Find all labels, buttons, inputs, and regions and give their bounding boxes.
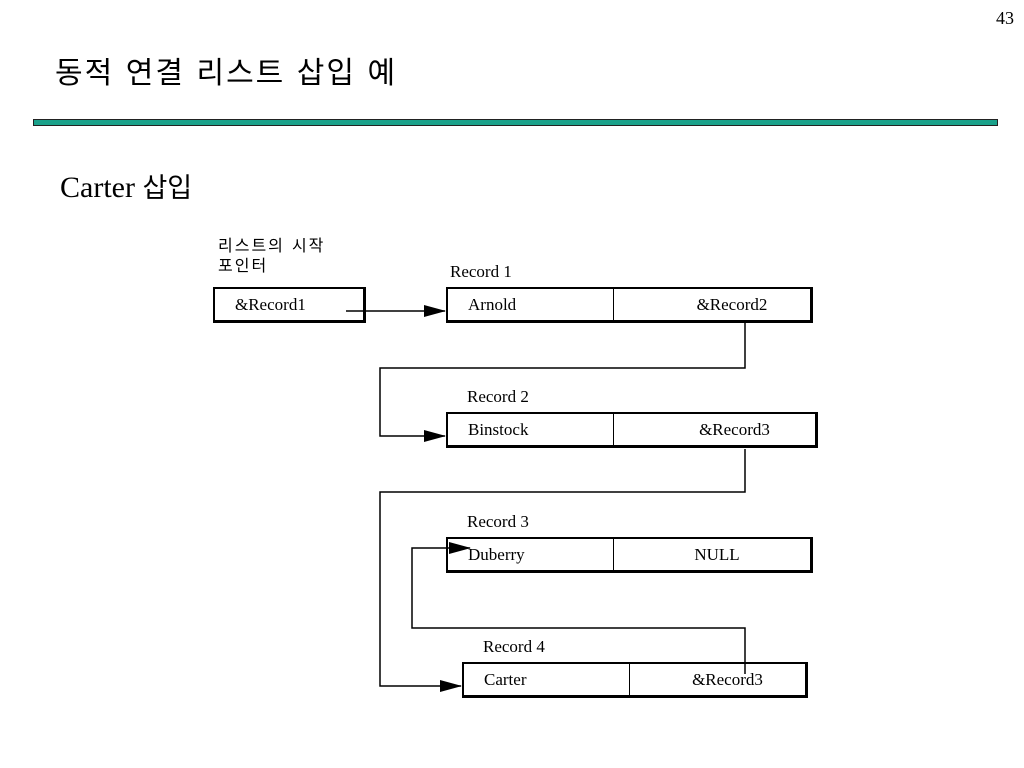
record-3-pointer: NULL bbox=[694, 544, 740, 564]
title-divider bbox=[33, 119, 998, 126]
start-pointer-box: &Record1 bbox=[213, 287, 366, 323]
record-4-label: Record 4 bbox=[483, 637, 545, 656]
record-2-pointer: &Record3 bbox=[699, 419, 770, 439]
subtitle-action: 삽입 bbox=[142, 173, 193, 204]
record-3-label: Record 3 bbox=[467, 512, 529, 531]
subtitle: Carter 삽입 bbox=[60, 166, 192, 205]
page-number: 43 bbox=[996, 8, 1014, 28]
record-1-node: Arnold &Record2 bbox=[446, 287, 813, 323]
record-2-name: Binstock bbox=[448, 414, 614, 445]
start-pointer-value: &Record1 bbox=[235, 294, 306, 314]
link-record-1-to-record-2 bbox=[379, 323, 746, 442]
link-record-4-to-record-3 bbox=[411, 542, 746, 674]
record-1-name: Arnold bbox=[448, 289, 614, 320]
record-2-label: Record 2 bbox=[467, 387, 529, 406]
record-2-node: Binstock &Record3 bbox=[446, 412, 818, 448]
record-1-pointer: &Record2 bbox=[696, 294, 768, 314]
subtitle-record-name: Carter bbox=[60, 171, 135, 204]
start-pointer-label-line2: 포인터 bbox=[218, 256, 269, 275]
link-record-2-to-record-4 bbox=[379, 449, 746, 692]
record-4-node: Carter &Record3 bbox=[462, 662, 808, 698]
record-3-node: Duberry NULL bbox=[446, 537, 813, 573]
slide-title: 동적 연결 리스트 삽입 예 bbox=[55, 56, 398, 91]
start-pointer-label-line1: 리스트의 시작 bbox=[218, 236, 326, 255]
record-1-label: Record 1 bbox=[450, 262, 512, 281]
record-3-name: Duberry bbox=[448, 539, 614, 570]
record-4-name: Carter bbox=[464, 664, 630, 695]
record-4-pointer: &Record3 bbox=[692, 669, 763, 689]
start-pointer-label: 리스트의 시작 포인터 bbox=[218, 236, 325, 276]
